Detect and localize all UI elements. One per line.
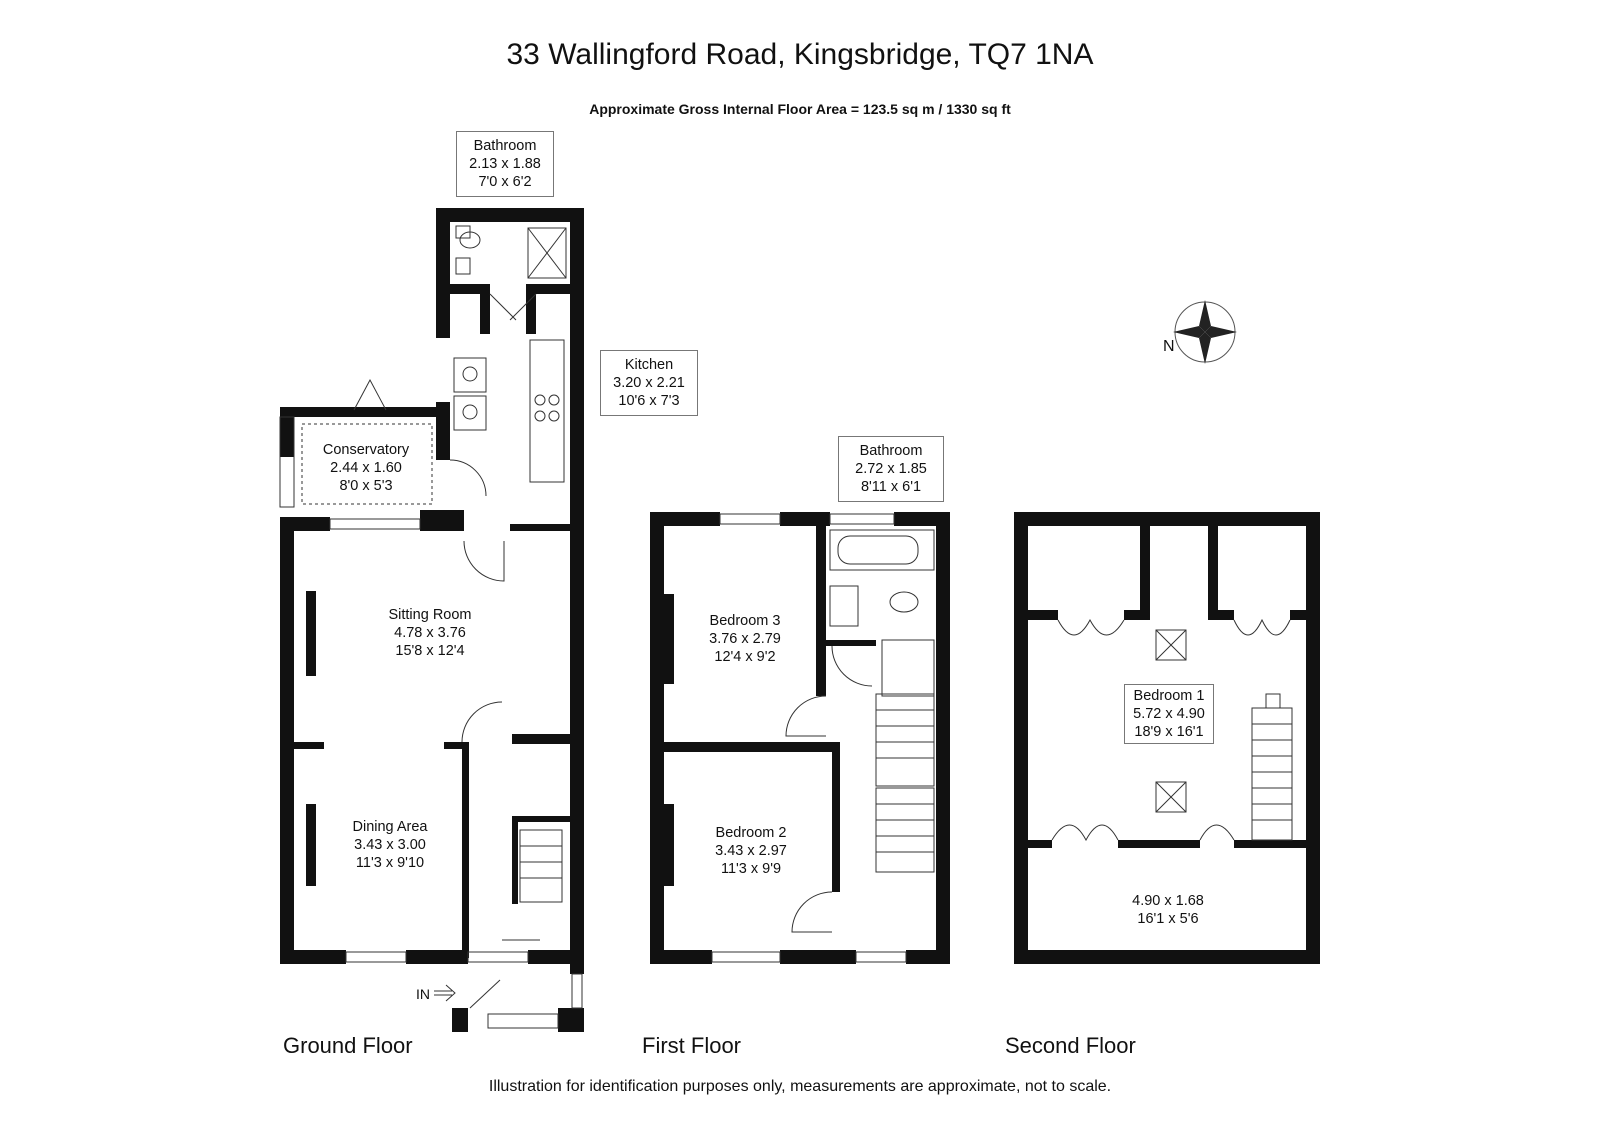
first-floor-label: First Floor xyxy=(642,1033,741,1058)
kitchen-label: Kitchen 3.20 x 2.21 10'6 x 7'3 xyxy=(600,350,698,417)
room-name: Dining Area xyxy=(352,819,428,835)
room-metric: 2.72 x 1.85 xyxy=(855,461,927,478)
room-metric: 4.78 x 3.76 xyxy=(394,625,466,642)
ground-floor-walls xyxy=(280,208,584,1032)
room-name: Sitting Room xyxy=(388,607,472,623)
room-metric: 2.13 x 1.88 xyxy=(469,156,541,173)
first-floor-walls xyxy=(650,512,950,964)
entrance-arrow-icon xyxy=(434,984,456,1002)
entrance-label: IN xyxy=(416,986,430,1002)
bedroom-3-label: Bedroom 3 3.76 x 2.79 12'4 x 9'2 xyxy=(690,612,800,666)
eaves-room-label: 4.90 x 1.68 16'1 x 5'6 xyxy=(1108,892,1228,928)
room-imperial: 11'3 x 9'10 xyxy=(355,855,425,872)
ground-floor-label: Ground Floor xyxy=(283,1033,413,1058)
room-imperial: 16'1 x 5'6 xyxy=(1137,911,1199,928)
room-name: Bathroom xyxy=(859,443,923,459)
ground-floor-fixtures xyxy=(279,225,583,1029)
plan-title: 33 Wallingford Road, Kingsbridge, TQ7 1N… xyxy=(506,38,1094,71)
room-imperial: 8'11 x 6'1 xyxy=(860,479,922,496)
room-imperial: 18'9 x 16'1 xyxy=(1134,724,1204,741)
room-imperial: 11'3 x 9'9 xyxy=(720,861,782,878)
disclaimer: Illustration for identification purposes… xyxy=(488,1078,1112,1095)
room-metric: 3.43 x 3.00 xyxy=(354,837,426,854)
first-bathroom-label: Bathroom 2.72 x 1.85 8'11 x 6'1 xyxy=(838,436,944,503)
sitting-room-label: Sitting Room 4.78 x 3.76 15'8 x 12'4 xyxy=(360,606,500,660)
room-imperial: 10'6 x 7'3 xyxy=(618,393,680,410)
room-metric: 3.20 x 2.21 xyxy=(613,375,685,392)
room-name: Bedroom 1 xyxy=(1133,688,1205,704)
floor-area-summary: Approximate Gross Internal Floor Area = … xyxy=(589,101,1011,117)
second-floor-fixtures xyxy=(1051,618,1293,842)
bedroom-2-label: Bedroom 2 3.43 x 2.97 11'3 x 9'9 xyxy=(696,824,806,878)
compass-north-label: N xyxy=(1163,338,1175,355)
first-floor-fixtures xyxy=(711,513,935,963)
room-name: Bedroom 2 xyxy=(715,825,787,841)
room-imperial: 15'8 x 12'4 xyxy=(395,643,465,660)
compass-rose-icon xyxy=(1173,300,1237,364)
room-imperial: 7'0 x 6'2 xyxy=(478,174,532,191)
room-imperial: 12'4 x 9'2 xyxy=(714,649,776,666)
room-name: Kitchen xyxy=(624,357,674,373)
second-floor-label: Second Floor xyxy=(1005,1033,1136,1058)
room-name: Bedroom 3 xyxy=(709,613,781,629)
room-metric: 5.72 x 4.90 xyxy=(1133,706,1205,723)
ground-bathroom-label: Bathroom 2.13 x 1.88 7'0 x 6'2 xyxy=(456,131,554,198)
bedroom-1-label: Bedroom 1 5.72 x 4.90 18'9 x 16'1 xyxy=(1124,684,1214,745)
room-metric: 3.76 x 2.79 xyxy=(709,631,781,648)
room-imperial: 8'0 x 5'3 xyxy=(339,478,393,495)
room-name: Conservatory xyxy=(322,442,410,458)
room-metric: 4.90 x 1.68 xyxy=(1132,893,1204,909)
dining-area-label: Dining Area 3.43 x 3.00 11'3 x 9'10 xyxy=(330,818,450,872)
conservatory-label: Conservatory 2.44 x 1.60 8'0 x 5'3 xyxy=(306,441,426,495)
room-metric: 2.44 x 1.60 xyxy=(330,460,402,477)
second-floor-walls xyxy=(1014,512,1320,964)
room-metric: 3.43 x 2.97 xyxy=(715,843,787,860)
room-name: Bathroom xyxy=(473,138,537,154)
